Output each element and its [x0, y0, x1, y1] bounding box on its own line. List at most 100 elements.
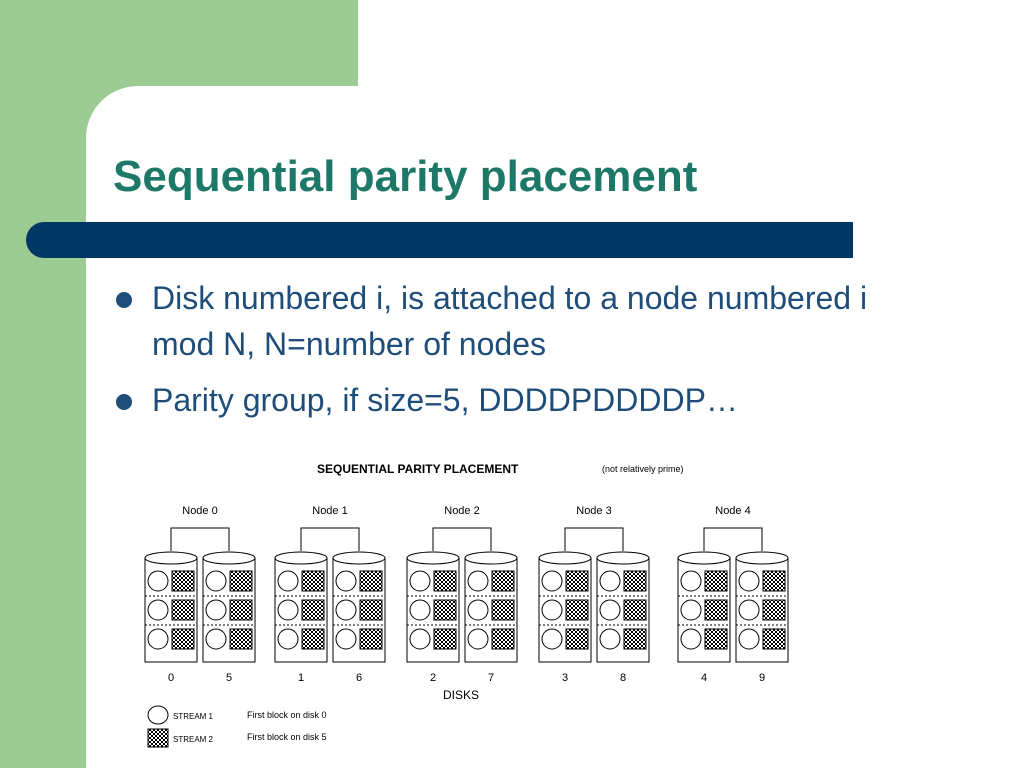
stream1-block-icon: [335, 570, 357, 592]
disk-top: [144, 551, 198, 565]
node-label: Node 3: [576, 505, 611, 517]
stream2-block-icon: [623, 628, 647, 650]
stream2-block-icon: [623, 570, 647, 592]
node-label: Node 2: [444, 505, 479, 517]
disk-top: [464, 551, 518, 565]
stream1-block-icon: [541, 599, 563, 621]
stream1-block-icon: [147, 599, 169, 621]
disk-number: 4: [701, 672, 707, 684]
diagram-title: SEQUENTIAL PARITY PLACEMENT: [317, 462, 519, 476]
stream1-block-icon: [467, 570, 489, 592]
diagram-canvas: SEQUENTIAL PARITY PLACEMENT (not relativ…: [144, 462, 789, 748]
stream2-block-icon: [491, 628, 515, 650]
node-label: Node 1: [312, 505, 347, 517]
stream1-block-icon: [205, 570, 227, 592]
stream2-block-icon: [762, 628, 786, 650]
stream2-block-icon: [301, 599, 325, 621]
legend-stream1-icon: [147, 705, 169, 725]
node-connector: [300, 527, 360, 551]
disk-cylinder: 4: [677, 551, 731, 684]
stream2-block-icon: [491, 599, 515, 621]
disk-cylinder: 2: [406, 551, 460, 684]
stream2-block-icon: [229, 570, 253, 592]
stream2-block-icon: [433, 599, 457, 621]
disk-number: 9: [759, 672, 765, 684]
stream2-block-icon: [229, 628, 253, 650]
title-underline-bar: [26, 222, 853, 258]
bullet-list: Disk numbered i, is attached to a node n…: [112, 275, 872, 433]
disks-axis-label: DISKS: [443, 688, 479, 702]
disk-top: [596, 551, 650, 565]
stream2-block-icon: [171, 599, 195, 621]
node-group: Node 0 0 5: [144, 505, 256, 684]
stream1-block-icon: [738, 599, 760, 621]
stream1-block-icon: [680, 599, 702, 621]
stream1-block-icon: [467, 599, 489, 621]
disk-number: 7: [488, 672, 494, 684]
node-group: Node 4 4 9: [677, 505, 789, 684]
disk-number: 1: [298, 672, 304, 684]
stream2-block-icon: [433, 570, 457, 592]
stream2-block-icon: [762, 599, 786, 621]
stream1-block-icon: [147, 628, 169, 650]
stream1-block-icon: [541, 570, 563, 592]
stream2-block-icon: [171, 628, 195, 650]
disk-top: [202, 551, 256, 565]
slide-title: Sequential parity placement: [113, 152, 698, 201]
stream2-block-icon: [565, 570, 589, 592]
bullet-dot-icon: [116, 394, 132, 410]
disk-top: [538, 551, 592, 565]
stream2-block-icon: [762, 570, 786, 592]
disk-number: 8: [620, 672, 626, 684]
node-connector: [432, 527, 492, 551]
stream2-block-icon: [359, 628, 383, 650]
bullet-text: Disk numbered i, is attached to a node n…: [152, 280, 868, 362]
stream1-block-icon: [205, 599, 227, 621]
stream2-block-icon: [704, 628, 728, 650]
disk-top: [406, 551, 460, 565]
node-label: Node 4: [715, 505, 750, 517]
stream1-block-icon: [277, 599, 299, 621]
bullet-text: Parity group, if size=5, DDDDPDDDDP…: [152, 382, 738, 418]
stream2-block-icon: [171, 570, 195, 592]
disk-cylinder: 8: [596, 551, 650, 684]
bullet-item: Parity group, if size=5, DDDDPDDDDP…: [112, 377, 872, 423]
disk-cylinder: 5: [202, 551, 256, 684]
disk-top: [735, 551, 789, 565]
disk-top: [332, 551, 386, 565]
node-group: Node 1 1 6: [274, 505, 386, 684]
stream1-block-icon: [541, 628, 563, 650]
disk-cylinder: 1: [274, 551, 328, 684]
disk-cylinder: 0: [144, 551, 198, 684]
stream2-block-icon: [359, 570, 383, 592]
stream1-block-icon: [738, 570, 760, 592]
disk-number: 3: [562, 672, 568, 684]
node-group: Node 2 2 7: [406, 505, 518, 684]
stream2-block-icon: [359, 599, 383, 621]
stream2-block-icon: [433, 628, 457, 650]
node-connector: [703, 527, 763, 551]
stream1-block-icon: [409, 599, 431, 621]
stream2-block-icon: [565, 599, 589, 621]
stream1-block-icon: [738, 628, 760, 650]
disk-cylinder: 6: [332, 551, 386, 684]
stream1-block-icon: [335, 599, 357, 621]
disk-top: [274, 551, 328, 565]
stream2-block-icon: [491, 570, 515, 592]
stream1-block-icon: [680, 628, 702, 650]
stream2-block-icon: [229, 599, 253, 621]
stream1-block-icon: [205, 628, 227, 650]
legend-stream1-symbol: STREAM 1: [173, 712, 214, 721]
stream2-block-icon: [704, 570, 728, 592]
stream1-block-icon: [277, 628, 299, 650]
stream1-block-icon: [277, 570, 299, 592]
stream1-block-icon: [409, 628, 431, 650]
node-label: Node 0: [182, 505, 217, 517]
stream1-block-icon: [599, 570, 621, 592]
disk-cylinder: 7: [464, 551, 518, 684]
disk-number: 2: [430, 672, 436, 684]
disk-number: 5: [226, 672, 232, 684]
disk-number: 0: [168, 672, 174, 684]
stream1-block-icon: [147, 570, 169, 592]
node-connector: [170, 527, 230, 551]
